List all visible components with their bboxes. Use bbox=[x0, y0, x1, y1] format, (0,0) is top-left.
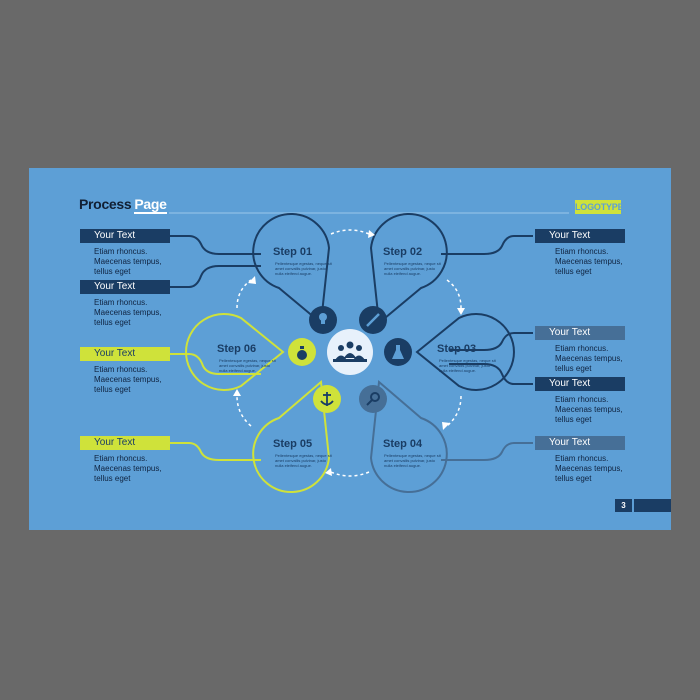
step-05-text: Pellentesque egestas, neque sit amet con… bbox=[275, 453, 332, 468]
connector-left-4 bbox=[170, 442, 261, 461]
callout-left-2-line-2: Maecenas tempus, bbox=[94, 308, 162, 317]
callout-right-2-line-3: tellus eget bbox=[555, 364, 592, 373]
callout-right-3-line-3: tellus eget bbox=[555, 415, 592, 424]
callout-right-4-line-1: Etiam rhoncus. bbox=[555, 454, 609, 463]
arrowhead-01-02 bbox=[368, 230, 375, 238]
arrow-03-04 bbox=[446, 395, 462, 427]
step-01-label: Step 01 bbox=[273, 246, 313, 258]
callout-left-1-line-1: Etiam rhoncus. bbox=[94, 247, 148, 256]
money-bag-icon bbox=[297, 346, 307, 360]
callout-left-1-body: Etiam rhoncus. Maecenas tempus, tellus e… bbox=[94, 247, 194, 277]
step-05-label: Step 05 bbox=[273, 438, 313, 450]
step-03-text: Pellentesque egestas, neque sit amet con… bbox=[439, 358, 496, 373]
callout-left-2-line-1: Etiam rhoncus. bbox=[94, 298, 148, 307]
petal-step-05 bbox=[252, 380, 331, 493]
callout-left-3-line-1: Etiam rhoncus. bbox=[94, 365, 148, 374]
pen-icon bbox=[366, 313, 380, 327]
connector-left-1 bbox=[170, 235, 261, 255]
team-icon bbox=[333, 341, 367, 362]
connector-right-3 bbox=[449, 363, 533, 385]
callout-left-3-title: Your Text bbox=[80, 347, 170, 361]
callout-right-3-body: Etiam rhoncus. Maecenas tempus, tellus e… bbox=[555, 395, 655, 425]
title-part-2: Page bbox=[134, 196, 167, 214]
connector-left-3 bbox=[170, 353, 261, 375]
callout-left-4-line-3: tellus eget bbox=[94, 474, 131, 483]
flask-icon bbox=[392, 345, 404, 359]
callout-right-3-title: Your Text bbox=[535, 377, 625, 391]
petal-step-01 bbox=[252, 213, 331, 325]
callout-left-1-line-3: tellus eget bbox=[94, 267, 131, 276]
arrowhead-03-04 bbox=[442, 422, 450, 430]
callout-right-4-body: Etiam rhoncus. Maecenas tempus, tellus e… bbox=[555, 454, 655, 484]
callout-right-3-line-2: Maecenas tempus, bbox=[555, 405, 623, 414]
callout-left-1-title: Your Text bbox=[80, 229, 170, 243]
callout-right-1-title: Your Text bbox=[535, 229, 625, 243]
callout-left-4-title: Your Text bbox=[80, 436, 170, 450]
lightbulb-icon bbox=[319, 313, 327, 324]
arrowhead-04-05 bbox=[325, 468, 332, 476]
callout-left-3-line-3: tellus eget bbox=[94, 385, 131, 394]
step-02-text: Pellentesque egestas, neque sit amet con… bbox=[384, 261, 441, 276]
callout-left-3-body: Etiam rhoncus. Maecenas tempus, tellus e… bbox=[94, 365, 194, 395]
callout-right-1-line-1: Etiam rhoncus. bbox=[555, 247, 609, 256]
callout-right-4-line-3: tellus eget bbox=[555, 474, 592, 483]
callout-right-4-title: Your Text bbox=[535, 436, 625, 450]
step-06-label: Step 06 bbox=[217, 343, 257, 355]
callout-left-2-body: Etiam rhoncus. Maecenas tempus, tellus e… bbox=[94, 298, 194, 328]
step-04-label: Step 04 bbox=[383, 438, 423, 450]
callout-right-3-line-1: Etiam rhoncus. bbox=[555, 395, 609, 404]
step-01-text: Pellentesque egestas, neque sit amet con… bbox=[275, 261, 332, 276]
callout-right-2-line-2: Maecenas tempus, bbox=[555, 354, 623, 363]
magnifier-icon bbox=[366, 392, 380, 406]
arrow-02-03 bbox=[446, 279, 462, 309]
callout-left-2-line-3: tellus eget bbox=[94, 318, 131, 327]
arrow-04-05 bbox=[330, 471, 370, 477]
process-diagram bbox=[169, 212, 569, 493]
title-part-1: Process bbox=[79, 196, 132, 212]
step-06-text: Pellentesque egestas, neque sit amet con… bbox=[219, 358, 276, 373]
callout-right-1-line-3: tellus eget bbox=[555, 267, 592, 276]
petal-step-04 bbox=[369, 380, 448, 493]
arrow-01-02 bbox=[330, 229, 370, 235]
step-02-label: Step 02 bbox=[383, 246, 423, 258]
arrow-06-01 bbox=[236, 279, 252, 309]
callout-left-4-body: Etiam rhoncus. Maecenas tempus, tellus e… bbox=[94, 454, 194, 484]
page-number: 3 bbox=[615, 499, 632, 512]
callout-right-2-body: Etiam rhoncus. Maecenas tempus, tellus e… bbox=[555, 344, 655, 374]
petal-step-03 bbox=[415, 313, 515, 391]
callout-right-2-title: Your Text bbox=[535, 326, 625, 340]
arrow-05-06 bbox=[236, 395, 252, 427]
icon-circle-step04 bbox=[359, 385, 387, 413]
callout-right-1-line-2: Maecenas tempus, bbox=[555, 257, 623, 266]
callout-left-1-line-2: Maecenas tempus, bbox=[94, 257, 162, 266]
callout-left-2-title: Your Text bbox=[80, 280, 170, 294]
center-circle bbox=[327, 329, 373, 375]
callout-right-1-body: Etiam rhoncus. Maecenas tempus, tellus e… bbox=[555, 247, 655, 277]
callout-left-4-line-2: Maecenas tempus, bbox=[94, 464, 162, 473]
petal-step-06 bbox=[185, 313, 285, 391]
arrowhead-02-03 bbox=[457, 308, 465, 315]
arrowhead-05-06 bbox=[233, 389, 241, 396]
callout-right-4-line-2: Maecenas tempus, bbox=[555, 464, 623, 473]
step-04-text: Pellentesque egestas, neque sit amet con… bbox=[384, 453, 441, 468]
callout-left-4-line-1: Etiam rhoncus. bbox=[94, 454, 148, 463]
callout-left-3-line-2: Maecenas tempus, bbox=[94, 375, 162, 384]
petal-step-02 bbox=[369, 213, 448, 325]
page-footer-bar bbox=[634, 499, 671, 512]
anchor-icon bbox=[320, 392, 334, 406]
connector-right-1 bbox=[441, 235, 533, 255]
logotype: LOGOTYPE bbox=[575, 200, 624, 214]
connector-left-2 bbox=[170, 265, 261, 288]
step-03-label: Step 03 bbox=[437, 343, 477, 355]
arrowhead-06-01 bbox=[248, 276, 256, 284]
callout-right-2-line-1: Etiam rhoncus. bbox=[555, 344, 609, 353]
connector-right-4 bbox=[441, 442, 533, 461]
connector-right-2 bbox=[449, 332, 533, 351]
